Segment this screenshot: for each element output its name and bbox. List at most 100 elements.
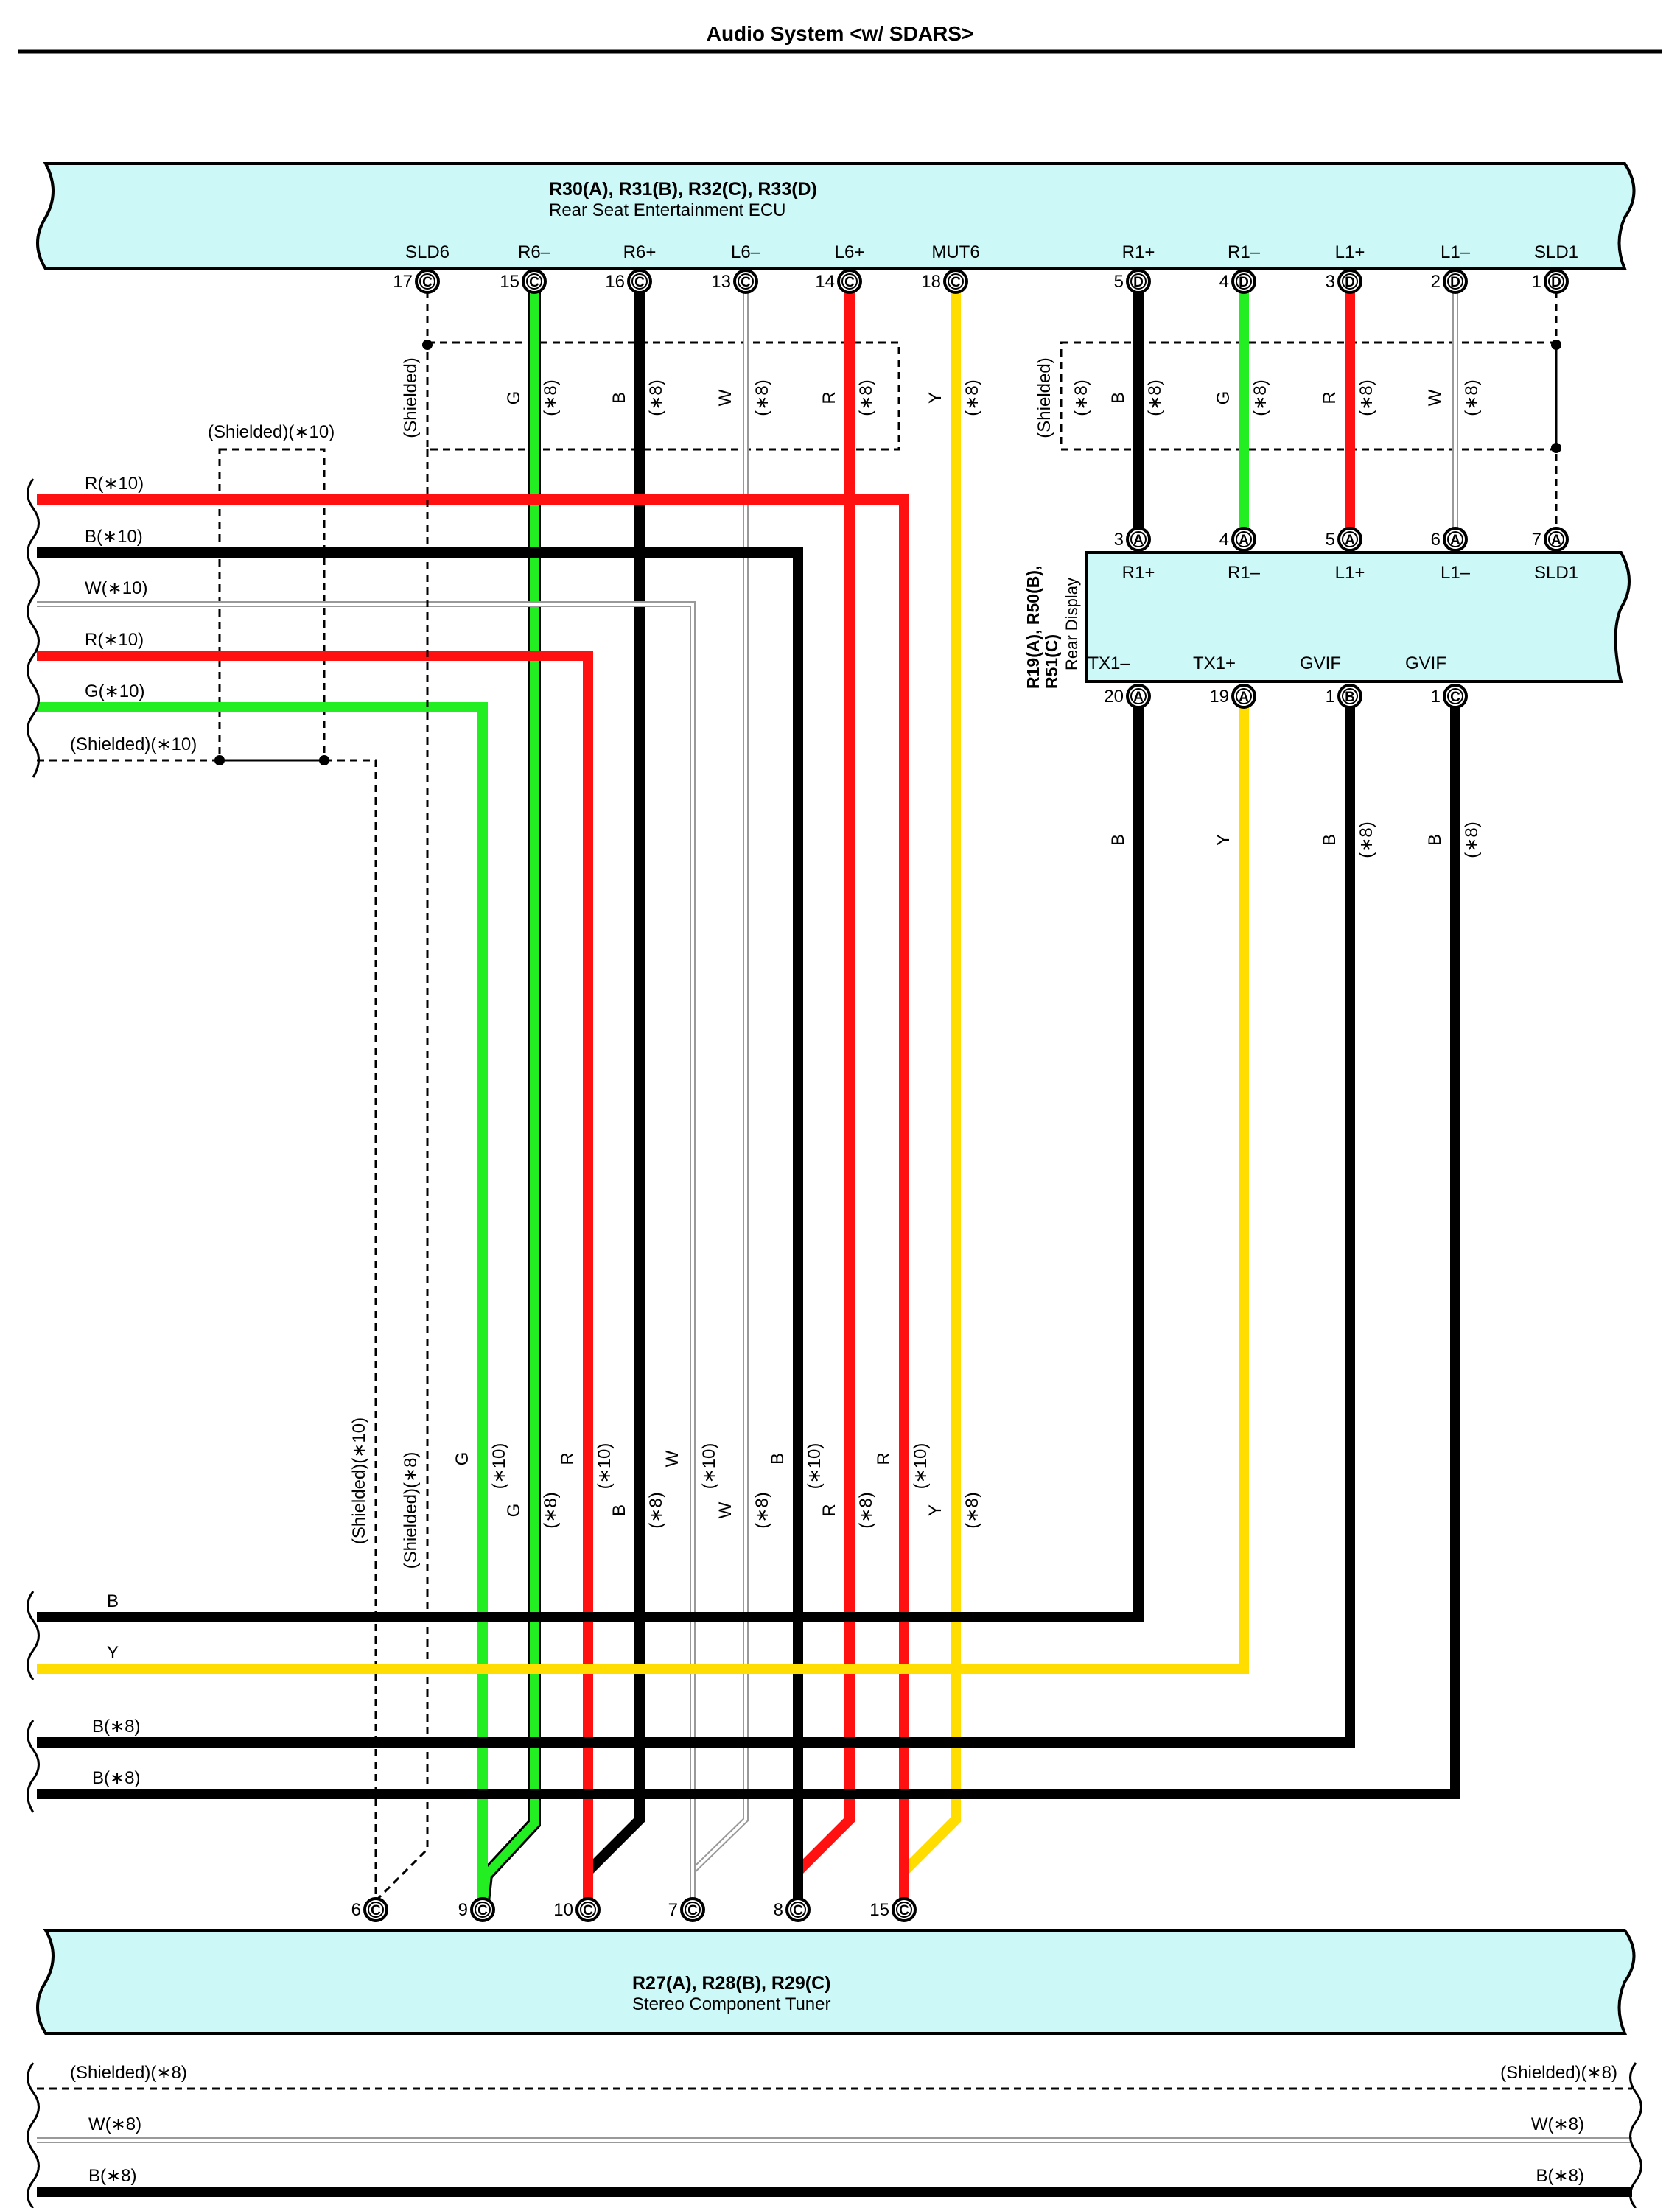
tuner-title: R27(A), R28(B), R29(C): [632, 1973, 830, 1994]
pin-label: R6–: [518, 242, 551, 262]
left-wire-label: B(∗10): [85, 527, 143, 547]
pin-letter: C: [687, 1903, 698, 1918]
shield-label-ecu-right: (Shielded): [1035, 357, 1054, 438]
wire-code: Y: [1214, 834, 1233, 846]
lower-wire-label: B: [107, 1591, 119, 1611]
shield-box-left-label: (Shielded)(∗10): [208, 422, 335, 442]
wire-note: (∗10): [911, 1443, 931, 1490]
wire-shield-10-left: [37, 759, 377, 1908]
wire-code: W: [715, 1501, 735, 1518]
display-pin-label: TX1–: [1088, 653, 1130, 673]
pin-inner: [790, 1902, 806, 1918]
display-pin-label: SLD1: [1534, 563, 1578, 583]
wire-code: Y: [925, 1504, 945, 1516]
pin-number: 20: [1104, 687, 1124, 707]
vertical-shield-label: (Shielded)(∗8): [401, 1452, 421, 1569]
display-bottom-pin-1: A19: [1209, 684, 1256, 709]
wire-code: G: [504, 391, 524, 405]
pin-label: R1+: [1122, 242, 1155, 262]
pin-letter: D: [1450, 275, 1460, 290]
pin-label: L6+: [835, 242, 865, 262]
vertical-shield-label: (Shielded)(∗10): [349, 1417, 369, 1544]
display-bottom-pin-3: C1: [1431, 684, 1468, 709]
wire-code: W: [662, 1450, 682, 1467]
wire-code: B: [1320, 834, 1340, 846]
wire-note: (∗8): [856, 379, 876, 416]
wire-code: B: [1108, 834, 1128, 846]
display-bottom-pin-0: A20: [1104, 684, 1151, 709]
wire-note: (∗8): [752, 379, 772, 416]
wire-code: Y: [925, 392, 945, 404]
junction-dot: [422, 340, 433, 350]
wire-note: (∗10): [699, 1443, 719, 1490]
pin-number: 5: [1114, 272, 1124, 292]
wire-red-10b: [37, 651, 593, 1908]
pin-inner: [1548, 273, 1564, 290]
left-wire-label: G(∗10): [85, 681, 144, 701]
wire-note: (∗10): [805, 1443, 825, 1490]
display-top-pin-2: A5: [1326, 527, 1362, 552]
left-wire-ends: [27, 478, 40, 1813]
bottom-wire-label-right: W(∗8): [1531, 2114, 1584, 2134]
wire-note: (∗8): [1357, 379, 1376, 416]
pin-inner: [1130, 688, 1147, 704]
pin-letter: C: [1450, 690, 1460, 705]
wire-code: B: [768, 1453, 788, 1465]
wire-code: G: [452, 1452, 472, 1466]
pin-label: L1+: [1335, 242, 1365, 262]
pin-inner: [1342, 273, 1358, 290]
wire-note: (∗8): [1145, 379, 1165, 416]
pin-inner: [738, 273, 754, 290]
display-box: [1085, 551, 1631, 683]
display-pin-label: L1+: [1335, 563, 1365, 583]
wire-note: (∗8): [1071, 379, 1091, 416]
pin-number: 7: [1532, 530, 1541, 550]
display-top-pin-1: A4: [1219, 527, 1256, 552]
wire-note: (∗8): [1462, 821, 1482, 858]
pin-letter: A: [1551, 533, 1561, 548]
ecu-wire-codes: (Shielded)(Shielded)G(∗8)B(∗8)W(∗8)R(∗8)…: [401, 357, 1482, 438]
pin-inner: [1130, 531, 1147, 547]
wire-note: (∗8): [752, 1492, 772, 1528]
pin-inner: [841, 273, 858, 290]
display-subtitle: Rear Display: [1063, 578, 1081, 670]
pin-inner: [1342, 688, 1358, 704]
wire-note: (∗8): [646, 379, 666, 416]
pin-inner: [1236, 688, 1252, 704]
wire-note: (∗8): [541, 1492, 561, 1528]
junction-dot: [1551, 340, 1561, 350]
pin-letter: A: [1239, 533, 1249, 548]
pin-letter: D: [1239, 275, 1249, 290]
wire-note: (∗8): [962, 379, 982, 416]
ecu-subtitle: Rear Seat Entertainment ECU: [549, 200, 785, 220]
wire-note: (∗8): [1357, 821, 1376, 858]
display-pin-label: TX1+: [1193, 653, 1236, 673]
wire-code: G: [1214, 391, 1233, 405]
pin-letter: C: [371, 1903, 381, 1918]
display-title-2: R51(C): [1042, 634, 1061, 689]
wire-note: (∗10): [489, 1443, 509, 1490]
display-pin-label: R1–: [1228, 563, 1261, 583]
pin-letter: D: [1551, 275, 1561, 290]
bottom-wire-label-right: (Shielded)(∗8): [1500, 2063, 1617, 2083]
pin-number: 6: [1431, 530, 1441, 550]
wire-note: (∗8): [646, 1492, 666, 1528]
pin-letter: C: [741, 275, 751, 290]
left-wire-label: W(∗10): [85, 578, 147, 598]
pin-number: 8: [774, 1900, 783, 1920]
wire-note: (∗10): [595, 1443, 615, 1490]
pin-inner: [1447, 273, 1463, 290]
display-top-pin-4: A7: [1532, 527, 1569, 552]
pin-letter: C: [583, 1903, 593, 1918]
pin-number: 1: [1532, 272, 1541, 292]
pin-inner: [1236, 531, 1252, 547]
pin-label: R6+: [623, 242, 657, 262]
pin-number: 15: [500, 272, 519, 292]
